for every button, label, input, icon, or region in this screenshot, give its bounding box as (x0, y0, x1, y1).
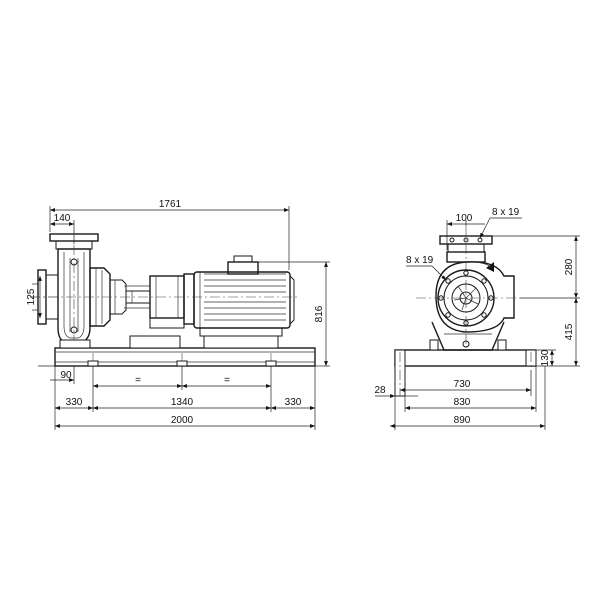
end-view: 100 8 x 19 8 x 19 280 415 130 (374, 207, 580, 430)
motor (183, 255, 295, 349)
dim-890: 890 (454, 415, 471, 426)
dim-2000: 2000 (171, 415, 194, 426)
side-view: 1761 140 816 125 90 (26, 199, 330, 430)
dim-100: 100 (456, 213, 473, 224)
dim-90: 90 (60, 370, 72, 381)
side-base-frame (54, 347, 316, 367)
label-outlet-bolts: 8 x 19 (492, 207, 520, 218)
volute-end-view (416, 226, 520, 348)
dim-equal-left: = (135, 375, 141, 386)
dim-140: 140 (54, 213, 71, 224)
label-inlet-bolts: 8 x 19 (406, 255, 434, 266)
dim-330-right: 330 (285, 397, 302, 408)
dim-1340: 1340 (171, 397, 194, 408)
bearing-bracket (89, 267, 185, 349)
end-dimensions: 100 8 x 19 8 x 19 280 415 130 (374, 207, 580, 430)
dim-330-left: 330 (66, 397, 83, 408)
pump-casing (30, 233, 99, 349)
dim-816: 816 (314, 305, 325, 322)
dim-28: 28 (374, 385, 386, 396)
dim-1761: 1761 (159, 199, 182, 210)
dim-equal-right: = (224, 375, 230, 386)
side-dimensions: 1761 140 816 125 90 (26, 199, 330, 430)
pump-pedestal (429, 321, 507, 351)
dim-830: 830 (454, 397, 471, 408)
dim-415: 415 (564, 323, 575, 340)
dim-130: 130 (540, 349, 551, 366)
dim-125: 125 (26, 288, 37, 305)
dim-280: 280 (564, 258, 575, 275)
dim-730: 730 (454, 379, 471, 390)
